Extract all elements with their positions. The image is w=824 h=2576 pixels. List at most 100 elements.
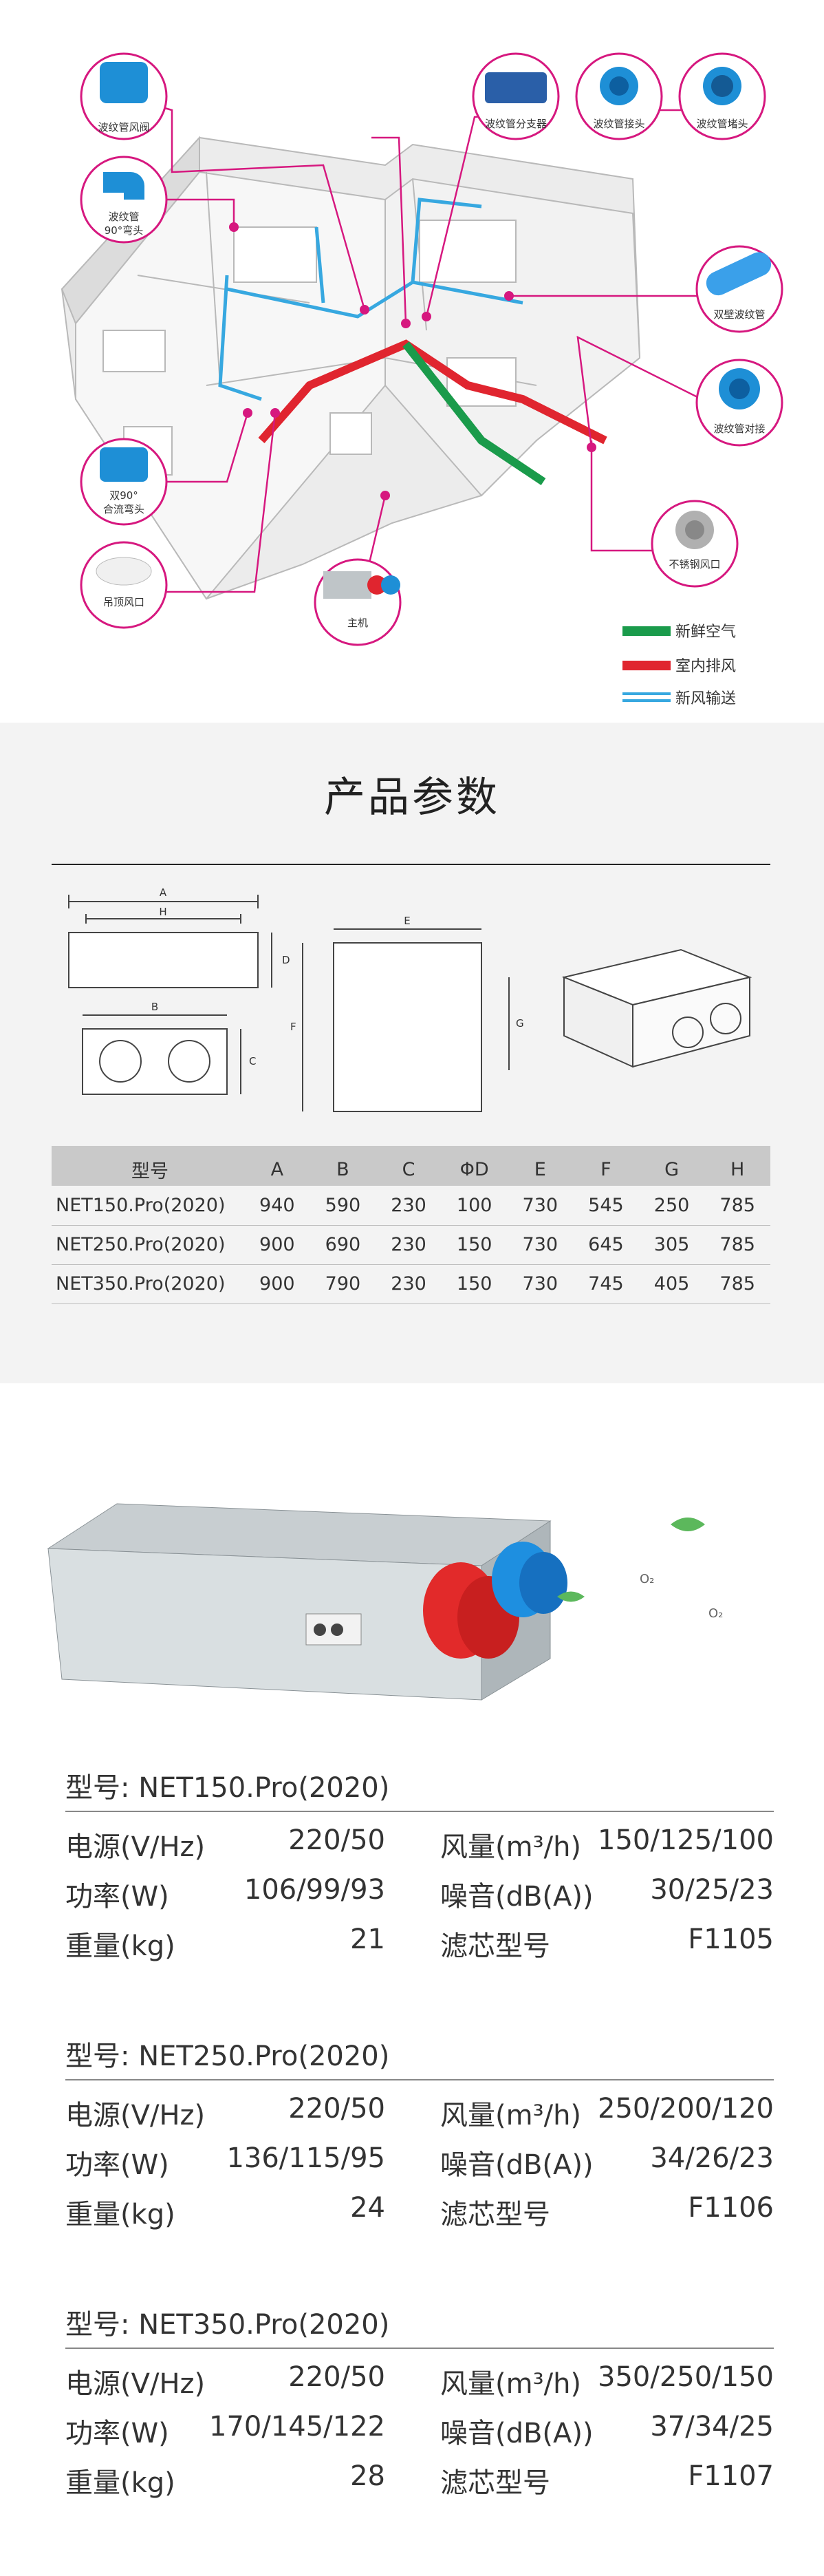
dim-g-label: G [516, 1017, 524, 1030]
svg-text:90°弯头: 90°弯头 [105, 224, 144, 237]
dim-e-label: E [404, 915, 410, 927]
spec-text: 250/200/120 [598, 2093, 774, 2125]
table-header-row: 型号 A B C ΦD E F G H [52, 1146, 770, 1186]
spec-row: 功率(W) 170/145/122 噪音(dB(A)) 37/34/25 [65, 2398, 774, 2449]
spec-text: 风量(m³/h) [440, 2100, 582, 2131]
dimension-labels: A H D B C E F G [151, 886, 524, 1067]
spec-text: 170/145/122 [209, 2411, 385, 2442]
model-title: 型号: NET150.Pro(2020) [65, 1772, 390, 1804]
svg-text:吊顶风口: 吊顶风口 [103, 596, 144, 608]
table-cell: 305 [638, 1225, 705, 1265]
component-duct-valve: 波纹管风阀 [80, 52, 168, 140]
supply-duct-lines [218, 198, 523, 401]
spec-text: 滤芯型号 [440, 1930, 550, 1962]
spec-text: 34/26/23 [650, 2142, 774, 2174]
col-b: B [310, 1146, 376, 1186]
spec-row: 重量(kg) 21 滤芯型号 F1105 [65, 1911, 774, 1962]
spec-text: 噪音(dB(A)) [440, 2418, 594, 2449]
table-cell: 230 [376, 1264, 442, 1304]
label-duct-valve: 波纹管风阀 [98, 121, 149, 134]
ventilation-system-diagram: 波纹管风阀 波纹管 90°弯头 波纹管分支器 波纹管接头 波纹管 [0, 0, 824, 723]
spec-text: 风量(m³/h) [440, 1831, 582, 1863]
spec-text: 37/34/25 [650, 2411, 774, 2442]
table-cell: 545 [573, 1186, 639, 1226]
component-main-unit: 主机 [314, 558, 402, 646]
spec-text: 功率(W) [65, 2149, 169, 2181]
table-cell: NET250.Pro(2020) [52, 1225, 244, 1265]
model-spec-block: 型号: NET150.Pro(2020) 电源(V/Hz) 220/50 风量(… [65, 1765, 774, 1962]
spec-text: 350/250/150 [598, 2361, 774, 2393]
table-cell: 730 [507, 1186, 574, 1226]
component-steel-vent: 不锈钢风口 [651, 500, 739, 588]
component-plug: 波纹管堵头 [678, 52, 766, 140]
component-splitter: 波纹管分支器 [472, 52, 560, 140]
component-butt-joint: 波纹管对接 [695, 359, 783, 447]
col-model: 型号 [52, 1146, 244, 1186]
spec-text: F1107 [688, 2460, 774, 2492]
spec-text: 功率(W) [65, 2418, 169, 2449]
col-h: H [704, 1146, 770, 1186]
legend-supply: 新风输送 [675, 690, 736, 707]
model-spec-block: 型号: NET250.Pro(2020) 电源(V/Hz) 220/50 风量(… [65, 2034, 774, 2231]
spec-text: 28 [350, 2460, 385, 2492]
spec-row: 功率(W) 106/99/93 噪音(dB(A)) 30/25/23 [65, 1862, 774, 1913]
col-g: G [638, 1146, 705, 1186]
table-cell: 785 [704, 1225, 770, 1265]
component-double-wall-pipe: 双壁波纹管 [695, 245, 783, 333]
callout-dots [229, 222, 596, 500]
col-e: E [507, 1146, 574, 1186]
spec-row: 重量(kg) 24 滤芯型号 F1106 [65, 2180, 774, 2231]
svg-text:合流弯头: 合流弯头 [103, 503, 144, 515]
spec-row: 功率(W) 136/115/95 噪音(dB(A)) 34/26/23 [65, 2130, 774, 2181]
svg-text:波纹管对接: 波纹管对接 [713, 423, 765, 435]
spec-text: 重量(kg) [65, 2467, 175, 2499]
dimension-drawings: A H D B C E F G [68, 886, 752, 1112]
spec-text: 24 [350, 2192, 385, 2224]
table-cell: 250 [638, 1186, 705, 1226]
model-divider [65, 1811, 774, 1812]
o2-label-2: O₂ [708, 1606, 723, 1621]
parameters-section: 产品参数 [0, 723, 824, 1383]
spec-text: 220/50 [288, 2361, 385, 2393]
spec-text: 滤芯型号 [440, 2199, 550, 2231]
table-cell: 150 [441, 1264, 508, 1304]
dim-b-label: B [151, 1001, 158, 1013]
component-double-90: 双90° 合流弯头 [80, 438, 168, 526]
legend-exhaust: 室内排风 [675, 658, 736, 675]
svg-text:主机: 主机 [347, 617, 368, 629]
fresh-duct-line [402, 341, 546, 485]
table-cell: NET150.Pro(2020) [52, 1186, 244, 1226]
page-title: 产品参数 [324, 774, 500, 822]
spec-text: 150/125/100 [598, 1824, 774, 1856]
spec-text: 重量(kg) [65, 2199, 175, 2231]
spec-text: F1106 [688, 2192, 774, 2224]
svg-text:不锈钢风口: 不锈钢风口 [669, 558, 720, 571]
spec-text: 106/99/93 [243, 1874, 385, 1906]
table-cell: 150 [441, 1225, 508, 1265]
table-cell: 590 [310, 1186, 376, 1226]
exhaust-duct-line [258, 339, 607, 445]
component-joint: 波纹管接头 [575, 52, 663, 140]
spec-text: 电源(V/Hz) [65, 1831, 206, 1863]
spec-text: 噪音(dB(A)) [440, 1881, 594, 1913]
spec-text: 220/50 [288, 2093, 385, 2125]
spec-text: 噪音(dB(A)) [440, 2149, 594, 2181]
spec-text: F1105 [688, 1924, 774, 1955]
table-cell: 100 [441, 1186, 508, 1226]
dim-d-label: D [282, 954, 290, 966]
svg-text:波纹管: 波纹管 [108, 211, 139, 223]
col-a: A [244, 1146, 310, 1186]
col-c: C [376, 1146, 442, 1186]
table-cell: 230 [376, 1225, 442, 1265]
table-cell: 785 [704, 1264, 770, 1304]
spec-row: 重量(kg) 28 滤芯型号 F1107 [65, 2448, 774, 2499]
spec-text: 电源(V/Hz) [65, 2368, 206, 2400]
col-d: ΦD [441, 1146, 508, 1186]
spec-text: 风量(m³/h) [440, 2368, 582, 2400]
model-divider [65, 2079, 774, 2080]
table-cell: 790 [310, 1264, 376, 1304]
spec-text: 功率(W) [65, 1881, 169, 1913]
